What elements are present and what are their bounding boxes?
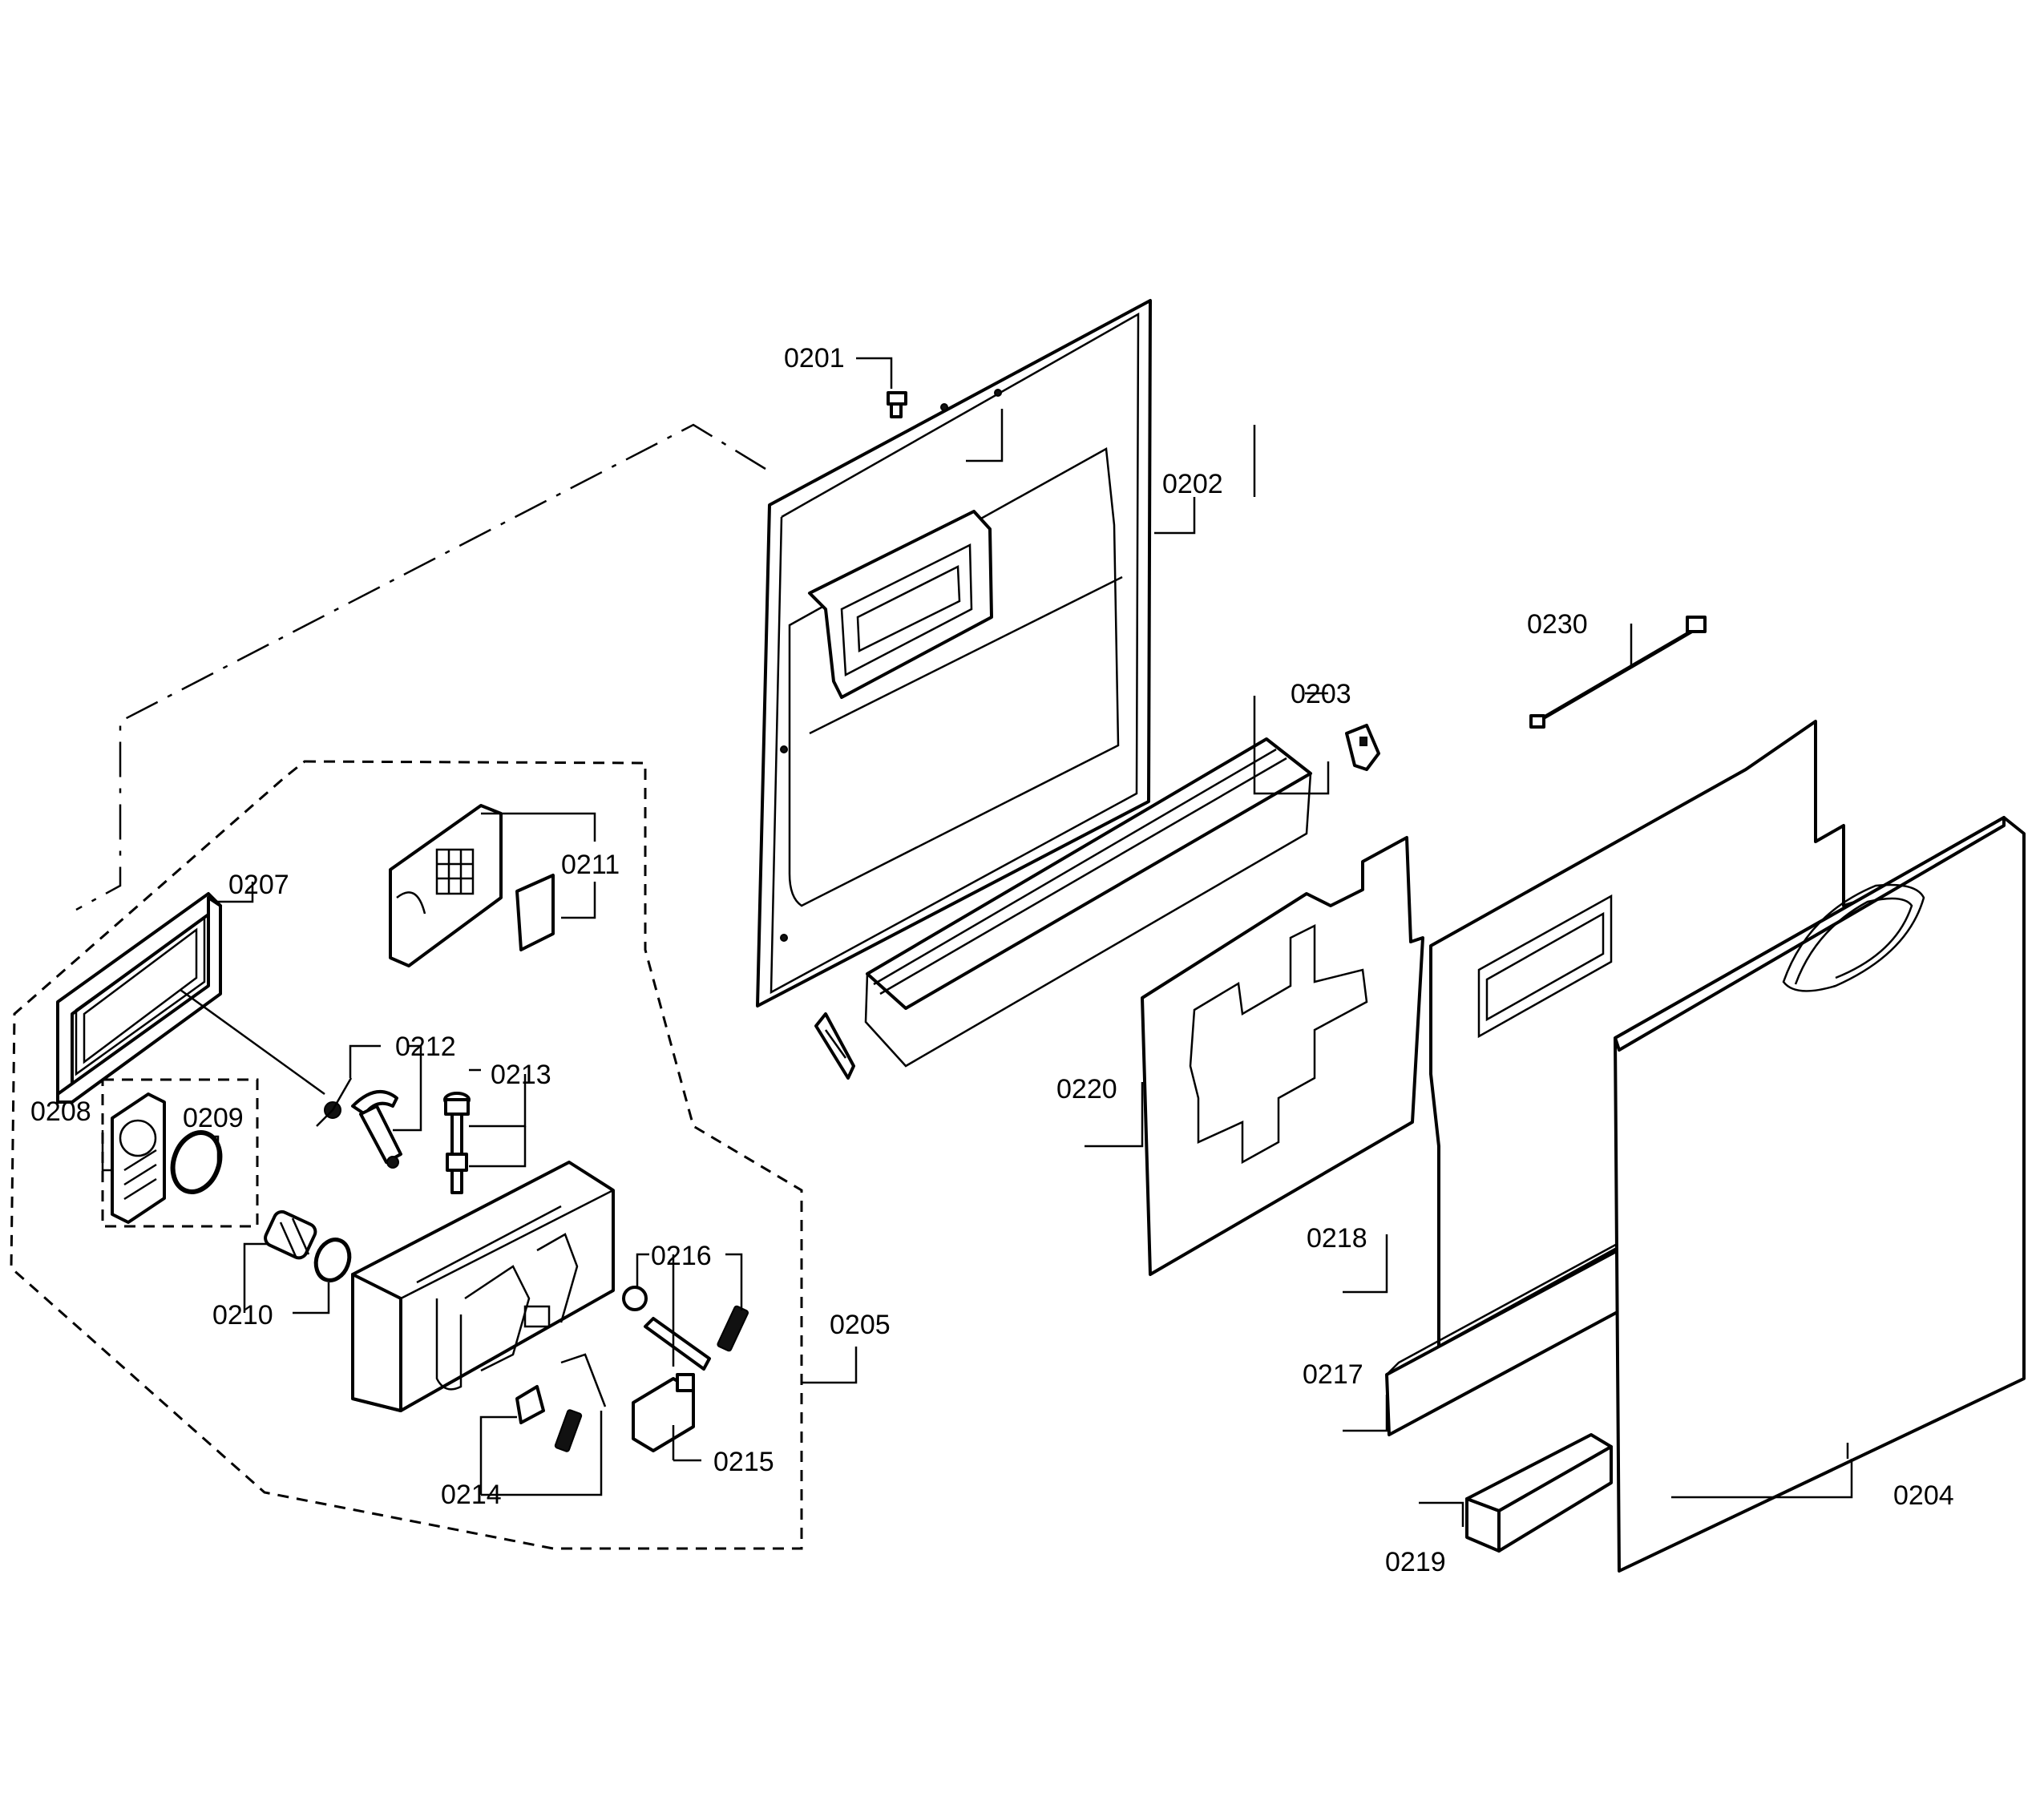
screw-0201[interactable] [887,391,907,418]
cap-0210[interactable] [263,1209,355,1286]
callout-0230: 0230 [1527,609,1588,640]
pin-0216[interactable] [644,1317,711,1371]
insulation-0220[interactable] [1141,836,1424,1276]
dispenser-housing-0205[interactable] [351,1161,615,1412]
callout-0208: 0208 [30,1096,91,1127]
callout-0202: 0202 [1162,469,1223,499]
gasket-ring-0209[interactable] [165,1126,228,1199]
clip-lower[interactable] [814,1012,855,1080]
callout-0201: 0201 [784,343,845,374]
callout-0213: 0213 [491,1060,551,1090]
callout-labels: 0201 0202 0203 0230 0220 0218 0217 0219 … [30,343,1954,1577]
plunger-0213[interactable] [443,1092,471,1194]
trim-strip-0203[interactable] [864,737,1312,1068]
callout-0217: 0217 [1303,1359,1363,1390]
dispenser-lid-0207[interactable] [56,892,222,1104]
callout-0216: 0216 [651,1241,712,1271]
clip-bracket[interactable] [1345,724,1380,771]
spring-0216[interactable] [717,1305,749,1352]
callout-0205: 0205 [830,1310,891,1340]
vent-frame-0211[interactable] [389,804,555,967]
callout-0211: 0211 [561,850,620,880]
callout-0219: 0219 [1385,1547,1446,1577]
lever-0214[interactable] [515,1353,607,1424]
callout-0212: 0212 [395,1032,456,1062]
switch-0215[interactable] [632,1373,695,1452]
callout-0215: 0215 [713,1447,774,1477]
callout-0218: 0218 [1307,1223,1367,1254]
wire-0230[interactable] [1529,616,1707,729]
callout-0204: 0204 [1893,1480,1954,1511]
callout-0210: 0210 [212,1300,273,1331]
spring-0214[interactable] [554,1409,583,1452]
handle-trim-0219[interactable] [1465,1433,1613,1553]
front-door-panel-0204[interactable] [1614,816,2026,1573]
callout-0220: 0220 [1056,1074,1117,1104]
callout-0214: 0214 [441,1480,502,1510]
group-outline-0205 [10,760,803,1550]
callout-0209: 0209 [183,1103,244,1133]
latch-0212[interactable] [351,1090,402,1169]
inner-door-panel-0202[interactable] [756,299,1152,1008]
callout-0207: 0207 [228,870,289,900]
leader-lines [101,357,1853,1527]
ball-0216[interactable] [622,1286,648,1311]
callout-0203: 0203 [1291,679,1351,709]
spring-0212[interactable] [316,1077,353,1127]
group-outline-0207 [75,423,766,911]
rinse-aid-cover-0208[interactable] [111,1092,166,1224]
